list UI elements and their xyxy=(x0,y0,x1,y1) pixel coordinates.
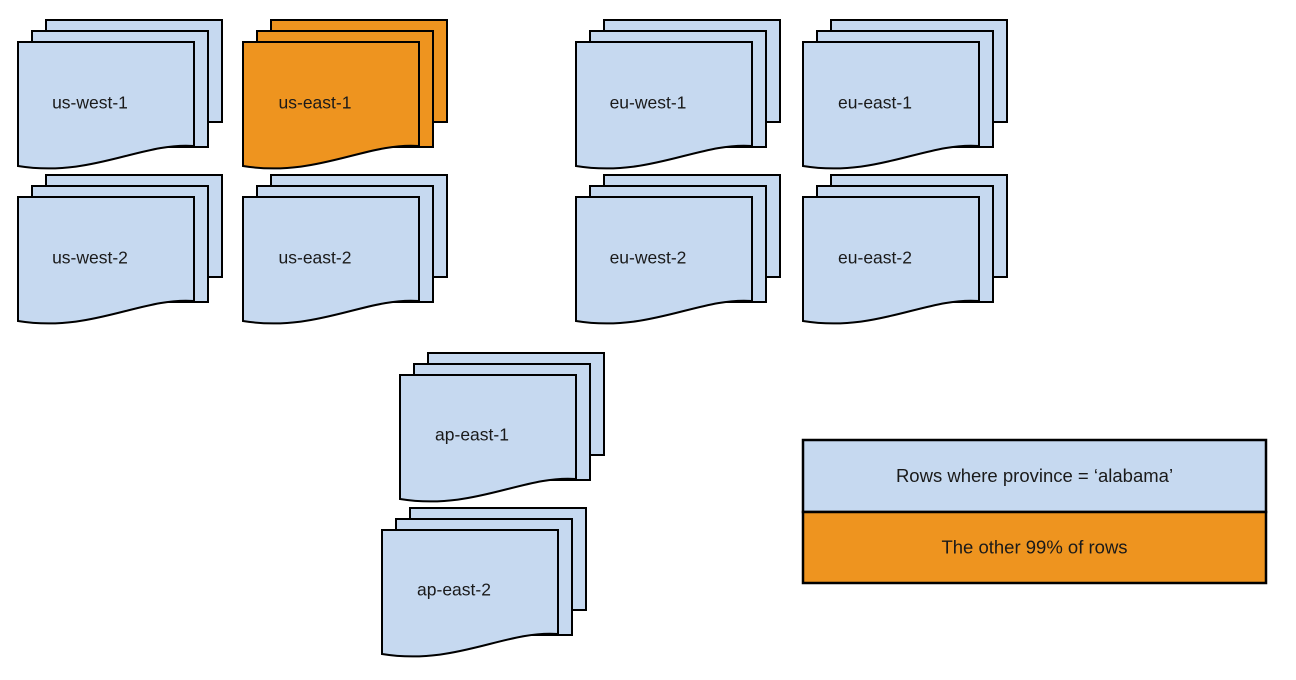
document-stack-eu-west-2[interactable]: eu-west-2 xyxy=(575,174,781,325)
legend-row-other: The other 99% of rows xyxy=(801,510,1268,585)
stack-label-us-east-2: us-east-2 xyxy=(279,248,352,268)
document-stack-us-east-2[interactable]: us-east-2 xyxy=(242,174,448,325)
legend-row-alabama: Rows where province = ‘alabama’ xyxy=(801,438,1268,514)
stack-sheet-front xyxy=(399,374,577,503)
stack-label-eu-east-1: eu-east-1 xyxy=(838,93,912,113)
legend-label-0: Rows where province = ‘alabama’ xyxy=(896,465,1173,486)
document-stack-eu-west-1[interactable]: eu-west-1 xyxy=(575,19,781,170)
document-stack-eu-east-1[interactable]: eu-east-1 xyxy=(802,19,1008,170)
stack-sheet-front xyxy=(575,196,753,325)
stack-label-ap-east-1: ap-east-1 xyxy=(435,425,509,445)
document-stack-us-west-1[interactable]: us-west-1 xyxy=(17,19,223,170)
legend-swatch-1 xyxy=(801,510,1268,585)
document-stack-eu-east-2[interactable]: eu-east-2 xyxy=(802,174,1008,325)
document-stack-us-west-2[interactable]: us-west-2 xyxy=(17,174,223,325)
stack-label-ap-east-2: ap-east-2 xyxy=(417,580,491,600)
document-stacks-layer: us-west-1 us-east-1 eu-west-1 eu-east-1 us-w… xyxy=(17,19,1008,658)
document-stack-ap-east-1[interactable]: ap-east-1 xyxy=(399,352,605,503)
stack-label-eu-east-2: eu-east-2 xyxy=(838,248,912,268)
stack-label-eu-west-1: eu-west-1 xyxy=(610,93,687,113)
stack-label-us-west-1: us-west-1 xyxy=(52,93,128,113)
stack-sheet-front xyxy=(242,196,420,325)
document-stack-ap-east-2[interactable]: ap-east-2 xyxy=(381,507,587,658)
legend-label-1: The other 99% of rows xyxy=(941,536,1127,557)
stack-sheet-front xyxy=(17,41,195,170)
stack-sheet-front xyxy=(17,196,195,325)
stack-sheet-front xyxy=(242,41,420,170)
document-stack-us-east-1[interactable]: us-east-1 xyxy=(242,19,448,170)
legend: Rows where province = ‘alabama’ The other… xyxy=(801,438,1268,585)
stack-label-us-west-2: us-west-2 xyxy=(52,248,128,268)
legend-swatch-0 xyxy=(801,438,1268,514)
stack-sheet-front xyxy=(381,529,559,658)
stack-sheet-front xyxy=(575,41,753,170)
stack-label-us-east-1: us-east-1 xyxy=(279,93,352,113)
stack-sheet-front xyxy=(802,41,980,170)
stack-sheet-front xyxy=(802,196,980,325)
stack-label-eu-west-2: eu-west-2 xyxy=(610,248,687,268)
